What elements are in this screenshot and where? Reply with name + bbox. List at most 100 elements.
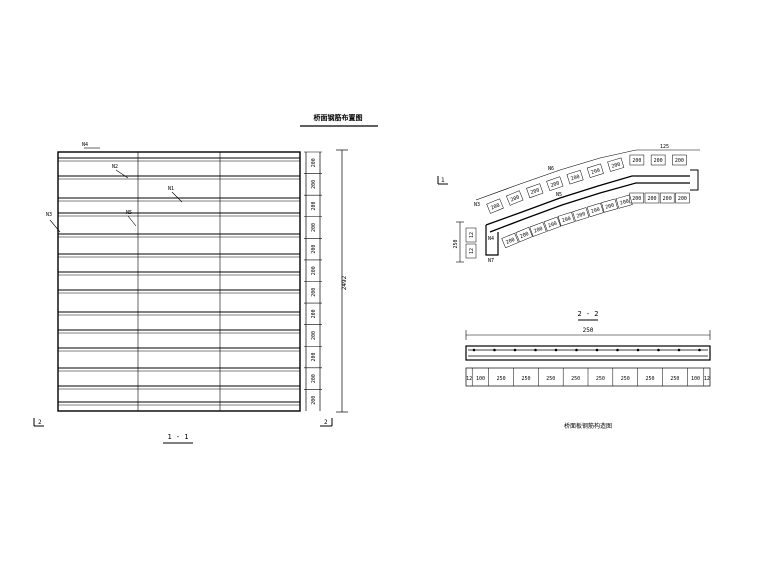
arc-top-dim-label: 200 (611, 162, 621, 170)
bottom-right-caption: 桥面板钢筋构造图 (564, 422, 612, 430)
plan-dim-label: 200 (311, 180, 317, 189)
plan-dim-label: 200 (311, 201, 317, 210)
arc-mark-n3: N3 (474, 202, 480, 208)
arc-bottom-dim-frame (557, 211, 575, 227)
plan-outline (57, 151, 301, 412)
s2-rebar-dot (472, 348, 476, 352)
total-dim-label: 2492 (341, 275, 348, 290)
arc-n-label: 125 (660, 144, 669, 150)
arc-bottom-dim-frame (501, 232, 519, 249)
arc-top-dim-label: 200 (590, 167, 600, 175)
arc-top-dim-box: 200 (650, 154, 666, 166)
arc-bottom-dim-box: 200 (501, 232, 519, 249)
mark-n5: N5 (126, 210, 132, 216)
leader-n1 (171, 191, 183, 203)
arc-bottom-dim-label: 200 (663, 196, 672, 202)
s2-dim-label: 100 (691, 376, 700, 382)
arc-bottom-dim-box: 200 (615, 194, 633, 209)
s2-slab-outline (465, 345, 711, 361)
arc-bottom-dim-box: 200 (601, 198, 618, 213)
arc-bottom-dim-box: 200 (586, 202, 604, 218)
cut-mark-left: 2 (38, 419, 42, 426)
arc-bottom-dim-box: 200 (659, 192, 675, 204)
mark-n2: N2 (112, 164, 118, 170)
arc-bottom-dim-frame (601, 198, 618, 213)
arc-top-dim-label: 200 (632, 158, 641, 164)
arc-bottom-dim-frame (572, 207, 590, 222)
arc-top-dim-label: 200 (654, 158, 663, 164)
arc-bottom-dim-frame (543, 216, 561, 232)
arc-bottom-dim-frame (675, 192, 690, 204)
arc-top-dim-frame (526, 183, 544, 199)
s2-rebar-dot (677, 348, 681, 352)
top-right-title: 桥面钢筋布置图 (314, 113, 363, 122)
s2-dim-label: 250 (670, 376, 679, 382)
mark-n3: N3 (46, 212, 52, 218)
arc-bottom-dim-frame (586, 202, 604, 218)
plan-dim-label: 200 (311, 223, 317, 232)
arc-bottom-dim-label: 200 (547, 221, 558, 230)
arc-top-rebar (485, 175, 690, 226)
arc-top-dim-box: 200 (629, 154, 645, 166)
arc-top-dim-frame (506, 190, 524, 206)
arc-top-dim-box: 200 (486, 198, 504, 214)
arc-bottom-dim-label: 200 (619, 198, 629, 206)
plan-rebar-rows (58, 157, 300, 406)
s2-dim-label: 250 (497, 376, 506, 382)
arc-left-end (485, 225, 499, 256)
arc-small-dim-1: 12 (469, 232, 475, 238)
arc-top-dim-frame (486, 198, 504, 214)
arc-bottom-dim-frame (615, 194, 633, 209)
arc-bottom-dim-frame (515, 226, 533, 243)
left-plan-view: N4 N2 N1 N3 N5 2002002002002002002002002… (33, 142, 348, 444)
s2-rebar-dot (534, 348, 537, 352)
arc-bottom-dim-frame (529, 221, 547, 237)
plan-dim-label: 200 (311, 374, 317, 383)
arc-top-dim-frame (629, 154, 645, 166)
s2-dim-label: 12 (466, 376, 472, 382)
arc-bottom-dim-label: 200 (605, 203, 615, 211)
arc-bottom-rebar (489, 182, 690, 233)
s2-rebar-dot (575, 348, 578, 352)
arc-top-dim-box: 200 (586, 163, 604, 178)
arc-bottom-dim-frame (644, 192, 660, 204)
arc-small-dim-box-1 (465, 227, 477, 243)
s2-dim-label: 250 (646, 376, 655, 382)
arc-small-dim-box-2 (465, 243, 477, 259)
section-2-label: 2 - 2 (577, 310, 598, 318)
arc-top-dim-box: 200 (607, 157, 625, 172)
arc-bottom-dim-label: 200 (678, 196, 687, 202)
s2-dim-label: 250 (521, 376, 530, 382)
arc-bottom-dim-label: 200 (576, 211, 586, 219)
s2-dim-label: 100 (476, 376, 485, 382)
s2-rebar-dot (493, 348, 496, 352)
arc-top-dim-box: 200 (566, 169, 584, 185)
arc-bottom-dim-box: 200 (529, 221, 547, 237)
arc-top-dim-label: 200 (675, 158, 684, 164)
section-1-label: 1 - 1 (167, 433, 188, 441)
arc-bottom-dim-label: 200 (519, 231, 530, 240)
arc-bottom-dim-label: 200 (505, 237, 516, 246)
arc-top-dim-frame (650, 154, 666, 166)
s2-rebar-dot (595, 348, 599, 352)
s2-dim-label: 250 (571, 376, 580, 382)
arc-top-dim-box: 200 (546, 176, 564, 192)
arc-bottom-dim-label: 200 (632, 196, 641, 202)
s2-dim-label: 12 (704, 376, 710, 382)
arc-top-dim-label: 200 (550, 180, 561, 189)
arc-top-dim-box: 200 (506, 190, 524, 206)
mark-n4: N4 (82, 142, 88, 148)
arc-bottom-dim-box: 200 (572, 207, 590, 222)
arc-mark-n6: N6 (548, 166, 554, 172)
leader-n2 (115, 169, 129, 179)
s2-total-dim: 250 (583, 327, 594, 334)
plan-dim-label: 200 (311, 331, 317, 340)
s2-dim-label: 250 (596, 376, 605, 382)
s2-rebar-dot (554, 348, 558, 352)
plan-dim-label: 200 (311, 245, 317, 254)
